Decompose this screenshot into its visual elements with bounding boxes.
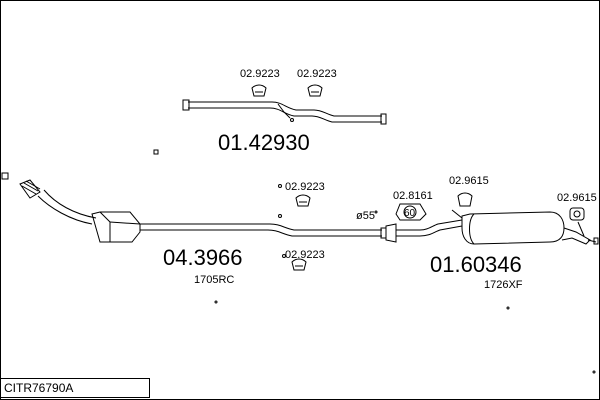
clamp-icon[interactable] <box>251 84 267 97</box>
clamp-label-bottom: 02.9223 <box>285 249 325 261</box>
clamp-label-top: 02.9223 <box>285 181 325 193</box>
hanger-label-b: 02.9615 <box>557 192 597 204</box>
clamp-icon[interactable] <box>307 84 323 97</box>
hanger-label-a: 02.9615 <box>449 175 489 187</box>
gasket-label: 02.8161 <box>393 190 433 202</box>
diagram-code: CITR76790A <box>0 378 150 398</box>
rear-silencer[interactable] <box>461 211 591 245</box>
catalyst-pipe[interactable] <box>140 223 387 239</box>
gasket-size: 60 <box>404 208 416 219</box>
front-pipe-part-number: 01.42930 <box>218 130 310 155</box>
rear-pipe[interactable] <box>385 219 463 243</box>
hanger-icon[interactable] <box>569 207 585 237</box>
catalyst-part-number: 04.3966 <box>163 245 243 270</box>
hanger-icon[interactable] <box>451 192 473 219</box>
catalytic-converter[interactable] <box>91 211 141 243</box>
clamp-label-a: 02.9223 <box>240 68 280 80</box>
leader-line <box>277 103 285 113</box>
diameter-label: ø55 <box>356 210 375 222</box>
clamp-icon[interactable] <box>295 194 311 207</box>
rear-part-number: 01.60346 <box>430 252 522 277</box>
clamp-label-b: 02.9223 <box>297 68 337 80</box>
catalyst-ref: 1705RC <box>194 274 234 286</box>
rear-ref: 1726XF <box>484 279 523 291</box>
clamp-icon[interactable] <box>291 258 307 271</box>
gasket-icon[interactable] <box>395 203 427 221</box>
flex-front-pipe[interactable] <box>1 172 97 225</box>
front-pipe[interactable] <box>182 99 387 125</box>
